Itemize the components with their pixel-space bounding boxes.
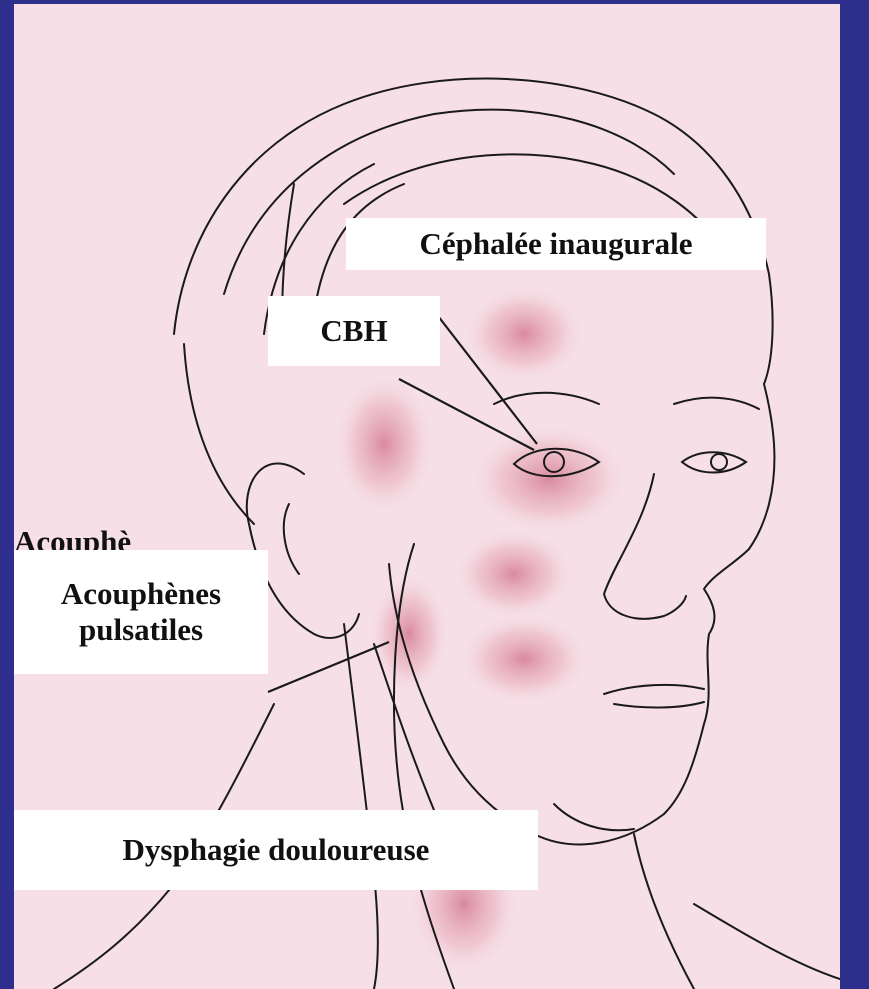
pain-zone-jaw — [459, 614, 589, 704]
label-acouphenes-line2: pulsatiles — [79, 612, 203, 648]
pain-zone-temple — [334, 374, 434, 514]
acouphenes-pointer-line — [268, 642, 389, 692]
illustration-panel: Acouphè Céphalée inaugurale CBH Acouphèn… — [14, 4, 840, 989]
label-cephalee-inaugurale: Céphalée inaugurale — [346, 218, 766, 270]
label-acouphenes-pulsatiles: Acouphènes pulsatiles — [14, 550, 268, 674]
pain-zone-cheek — [454, 529, 574, 619]
label-cbh: CBH — [268, 296, 440, 366]
label-dysphagie-douloureuse: Dysphagie douloureuse — [14, 810, 538, 890]
pain-zone-forehead — [464, 286, 584, 382]
label-acouphenes-line1: Acouphènes — [61, 576, 221, 612]
pain-zone-eye — [469, 424, 629, 534]
pain-zone-ear — [369, 574, 449, 694]
